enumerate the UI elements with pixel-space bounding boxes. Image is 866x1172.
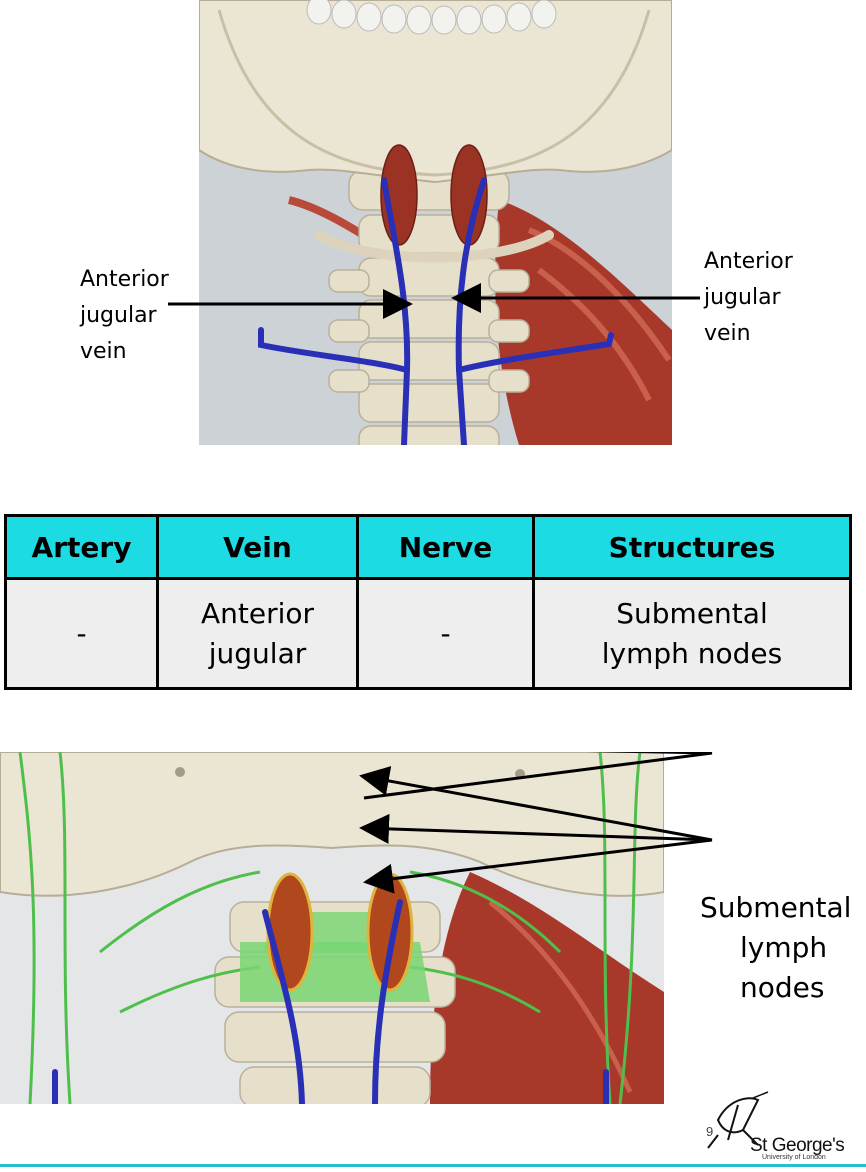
logo-title: St George's [750, 1135, 845, 1156]
cell-text: Anterior [200, 596, 315, 630]
cell-text: jugular [208, 636, 307, 670]
bottom-figure-arrowheads [359, 766, 713, 894]
label-line: Submental [700, 891, 852, 924]
cell-text: Submental [616, 596, 768, 630]
cell-text: lymph nodes [601, 636, 783, 670]
arrow-node-2 [359, 813, 713, 844]
table-header-row: Artery Vein Nerve Structures [4, 514, 852, 580]
label-line: lymph [740, 931, 828, 964]
header-vein: Vein [156, 514, 359, 580]
anterior-jugular-vein-illustration [199, 0, 672, 445]
label-anterior-jugular-vein-right: Anterior jugular vein [704, 244, 793, 352]
table-row: - Anterior jugular - Submental lymph nod… [4, 577, 852, 690]
summary-table: Artery Vein Nerve Structures - Anterior … [4, 514, 852, 690]
st-georges-logo [707, 1091, 769, 1149]
header-nerve: Nerve [356, 514, 535, 580]
label-line: jugular [704, 285, 781, 310]
cell-text: - [440, 616, 451, 650]
label-line: vein [704, 321, 751, 346]
cell-artery: - [4, 577, 159, 690]
label-line: jugular [80, 303, 157, 328]
top-figure-arrows [168, 283, 700, 319]
cell-text: - [76, 616, 87, 650]
header-structures: Structures [532, 514, 852, 580]
label-line: nodes [740, 971, 825, 1004]
label-submental-lymph-nodes: Submental lymph nodes [700, 888, 866, 1008]
arrow-node-1 [363, 838, 713, 894]
label-line: Anterior [704, 249, 793, 274]
footer-divider [0, 1164, 866, 1167]
cell-vein: Anterior jugular [156, 577, 359, 690]
cell-nerve: - [356, 577, 535, 690]
bottom-figure-arrows [363, 752, 713, 800]
label-line: vein [80, 339, 127, 364]
cell-structures: Submental lymph nodes [532, 577, 852, 690]
page-number: 9 [706, 1124, 714, 1139]
label-line: Anterior [80, 267, 169, 292]
label-anterior-jugular-vein-left: Anterior jugular vein [80, 262, 169, 370]
header-artery: Artery [4, 514, 159, 580]
logo-subtitle: University of London [762, 1154, 826, 1161]
arrow-node-3 [359, 766, 713, 842]
